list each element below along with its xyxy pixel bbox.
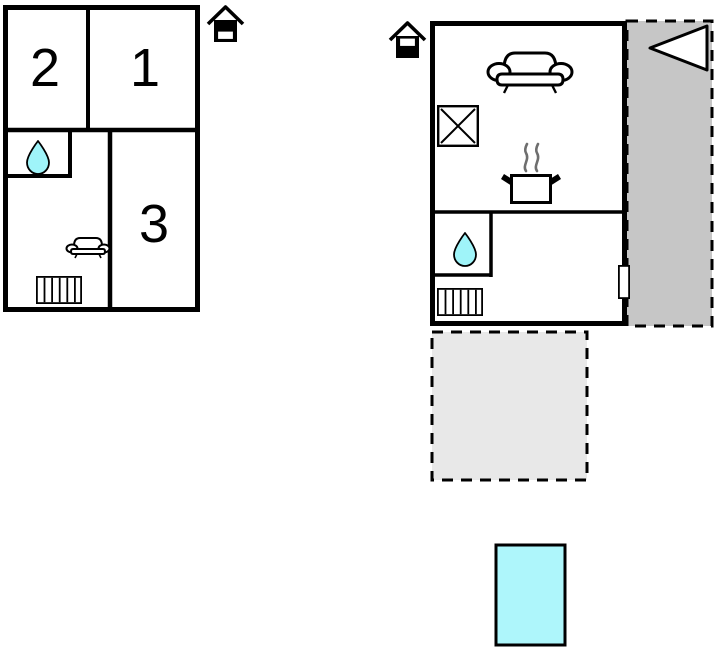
ground-floor-plan — [388, 21, 630, 326]
upper-bathroom — [5, 131, 72, 178]
ground-floor-outer-wall — [430, 21, 627, 326]
front-terrace-outline — [430, 330, 589, 482]
swimming-pool-outline — [494, 543, 567, 647]
radiator-icon — [36, 275, 83, 305]
side-terrace — [625, 19, 714, 328]
swimming-pool — [494, 543, 567, 647]
upper-floor-outer-wall — [3, 5, 200, 312]
ground-floor-terraces — [430, 19, 714, 482]
window-cross-icon — [437, 104, 479, 148]
upper-floor-plan: 2 1 3 — [3, 5, 245, 312]
door-icon[interactable] — [618, 264, 630, 300]
side-terrace-outline — [625, 19, 714, 328]
room-label-3: 3 — [139, 194, 169, 254]
ground-bathroom — [433, 213, 493, 277]
room-label-1: 1 — [130, 38, 160, 98]
front-terrace — [430, 330, 589, 482]
radiator-icon — [436, 287, 484, 317]
room-label-2: 2 — [30, 38, 60, 98]
